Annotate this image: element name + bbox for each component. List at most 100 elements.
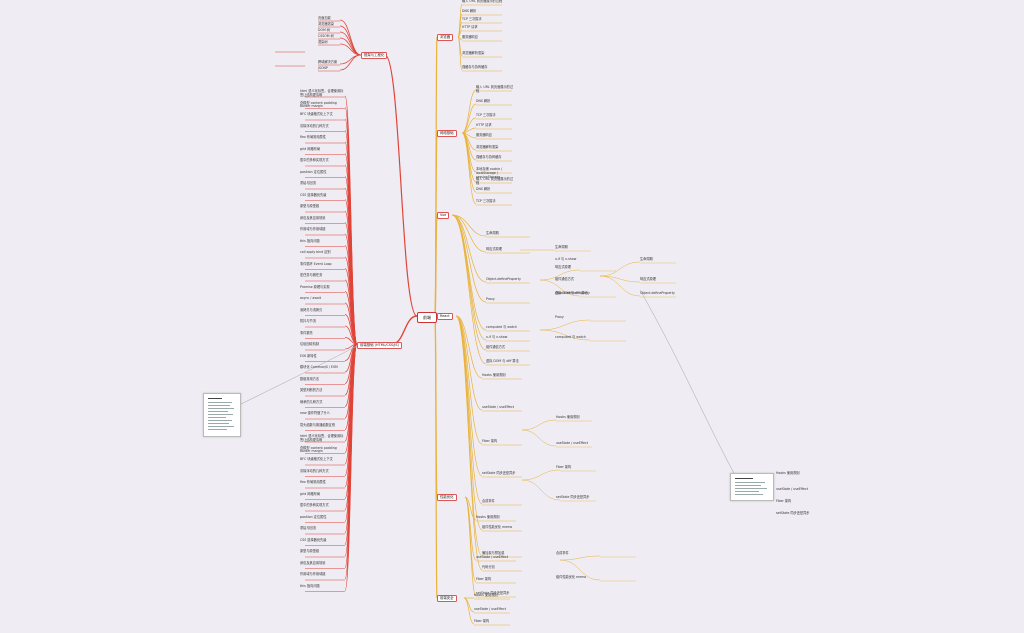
left-leaf-node[interactable]: html 语义化标签，合理使用标签让结构更清晰 (300, 89, 344, 98)
left-top-leaf-node[interactable]: 渲染树 (318, 40, 328, 44)
thumbnail-note-node[interactable]: Fiber 架构 (776, 499, 792, 503)
browser-leaf-node[interactable]: 强缓存与协商缓存 (462, 65, 488, 69)
react-leaf-node[interactable]: 懒加载与预加载 (482, 551, 505, 555)
left-leaf-node[interactable]: Promise 原理与实现 (300, 285, 344, 290)
vue-leaf-node[interactable]: 组件通信方式 (486, 345, 506, 349)
network-leaf-node[interactable]: 浏览器解析渲染 (476, 145, 499, 149)
react-leaf-node[interactable]: Fiber 架构 (482, 439, 498, 443)
left-leaf-node[interactable]: flex 布局常用属性 (300, 480, 344, 485)
browser-leaf-node[interactable]: 浏览器解析渲染 (462, 51, 485, 55)
left-leaf-node[interactable]: 事件循环 Event Loop (300, 262, 344, 267)
network-leaf-node[interactable]: 输入 URL 到页面展示的过程 (476, 177, 514, 185)
react-leaf-node[interactable]: useState / useEffect (482, 405, 514, 409)
left-leaf-node[interactable]: 清除浮动的几种方式 (300, 124, 344, 129)
left-leaf-node[interactable]: this 指向问题 (300, 239, 344, 244)
vue-leaf-node[interactable]: 虚拟 DOM 与 diff 算法 (486, 359, 519, 363)
vue-leaf-node[interactable]: Object.defineProperty (486, 277, 521, 281)
left-leaf-node[interactable]: position 定位属性 (300, 170, 344, 175)
left-leaf-node[interactable]: 作用域与作用域链 (300, 572, 344, 577)
performance-leaf-node[interactable]: useState / useEffect (476, 555, 508, 559)
left-top-leaf-node[interactable]: 跨域解决方案 (318, 60, 338, 64)
left-top-leaf-node[interactable]: 浏览器渲染 (318, 22, 334, 26)
left-top-leaf-node[interactable]: 页面加载 (318, 16, 331, 20)
network-leaf-node[interactable]: TCP 三次握手 (476, 199, 496, 203)
network-leaf-node[interactable]: DNS 解析 (476, 187, 491, 191)
vue-subleaf-node[interactable]: computed 与 watch (555, 335, 586, 339)
left-leaf-node[interactable]: flex 布局常用属性 (300, 135, 344, 140)
left-leaf-node[interactable]: 盒模型 content padding border margin (300, 101, 344, 110)
left-leaf-node[interactable]: 箭头函数与普通函数区别 (300, 423, 344, 428)
left-leaf-node[interactable]: 类型判断的方法 (300, 388, 344, 393)
left-leaf-node[interactable]: new 操作符做了什么 (300, 411, 344, 416)
left-leaf-node[interactable]: 防抖与节流 (300, 319, 344, 324)
left-leaf-node[interactable]: 居中的多种实现方式 (300, 503, 344, 508)
vue-leaf-node[interactable]: 生命周期 (486, 231, 499, 235)
react-leaf-node[interactable]: 合成事件 (482, 499, 495, 503)
left-leaf-node[interactable]: 清除浮动的几种方式 (300, 469, 344, 474)
left-leaf-node[interactable]: 垃圾回收机制 (300, 342, 344, 347)
left-leaf-node[interactable]: 居中的多种实现方式 (300, 158, 344, 163)
branch-vue[interactable]: Vue (437, 212, 450, 219)
browser-leaf-node[interactable]: 输入 URL 到页面展示的过程 (462, 0, 503, 3)
network-leaf-node[interactable]: 服务器响应 (476, 133, 492, 137)
left-leaf-node[interactable]: async / await (300, 296, 344, 301)
vue-subleaf-node[interactable]: 生命周期 (555, 245, 568, 249)
branch-left-top[interactable]: 框架与工程化 (361, 52, 388, 59)
vue-subleaf-node[interactable]: 响应式原理 (555, 265, 571, 269)
react-subleaf-node[interactable]: 组件性能优化 memo (556, 575, 587, 579)
react-leaf-node[interactable]: Hooks 使用规则 (482, 373, 506, 377)
thumbnail-note-node[interactable]: Hooks 使用规则 (776, 471, 800, 475)
thumbnail-note-node[interactable]: setState 同步还是异步 (776, 511, 810, 515)
left-leaf-node[interactable]: ES6 新特性 (300, 354, 344, 359)
left-leaf-node[interactable]: grid 网格布局 (300, 147, 344, 152)
thumbnail-left[interactable] (203, 393, 241, 437)
security-leaf-node[interactable]: Hooks 使用规则 (474, 593, 498, 597)
network-leaf-node[interactable]: 输入 URL 到页面展示的过程 (476, 85, 514, 93)
vue-subleaf-node[interactable]: Object.defineProperty (555, 291, 590, 295)
vue-subleaf-node[interactable]: v-if 与 v-show (555, 257, 577, 261)
react-leaf-node[interactable]: 组件性能优化 memo (482, 525, 513, 529)
central-topic[interactable]: 前端 (417, 312, 437, 323)
react-leaf-node[interactable]: setState 同步还是异步 (482, 471, 516, 475)
vue-subleaf-node[interactable]: 组件通信方式 (555, 277, 575, 281)
network-leaf-node[interactable]: 本地存储 cookie / localStorage / sessionStor… (476, 167, 503, 179)
security-leaf-node[interactable]: useState / useEffect (474, 607, 506, 611)
left-leaf-node[interactable]: BFC 块级格式化上下文 (300, 457, 344, 462)
left-leaf-node[interactable]: 重绘与回流 (300, 526, 344, 531)
thumbnail-note-node[interactable]: useState / useEffect (776, 487, 808, 491)
left-leaf-node[interactable]: 盒模型 content padding border margin (300, 446, 344, 455)
left-leaf-node[interactable]: 重绘与回流 (300, 181, 344, 186)
vue-note-node[interactable]: 生命周期 (640, 257, 653, 261)
left-leaf-node[interactable]: 深拷贝与浅拷贝 (300, 308, 344, 313)
react-subleaf-node[interactable]: setState 同步还是异步 (556, 495, 590, 499)
left-leaf-node[interactable]: CSS 选择器优先级 (300, 193, 344, 198)
vue-subleaf-node[interactable]: 虚拟 DOM 与 diff 算法 (555, 291, 588, 295)
browser-leaf-node[interactable]: TCP 三次握手 (462, 17, 482, 21)
react-subleaf-node[interactable]: 合成事件 (556, 551, 569, 555)
vue-subleaf-node[interactable]: Proxy (555, 315, 564, 319)
vue-leaf-node[interactable]: 响应式原理 (486, 247, 502, 251)
left-leaf-node[interactable]: 闭包及其应用场景 (300, 216, 344, 221)
branch-network[interactable]: 网络基础 (437, 130, 457, 137)
left-leaf-node[interactable]: BFC 块级格式化上下文 (300, 112, 344, 117)
left-top-leaf-node[interactable]: JSONP (318, 66, 328, 70)
left-leaf-node[interactable]: 数组常用方法 (300, 377, 344, 382)
left-leaf-node[interactable]: 原型与原型链 (300, 204, 344, 209)
network-leaf-node[interactable]: DNS 解析 (476, 99, 491, 103)
performance-leaf-node[interactable]: Fiber 架构 (476, 577, 492, 581)
left-leaf-node[interactable]: 模块化 CommonJS / ESM (300, 365, 344, 370)
branch-left-main[interactable]: 前端基础 (HTML/CSS/JS) (357, 342, 402, 349)
left-leaf-node[interactable]: 宏任务与微任务 (300, 273, 344, 278)
left-leaf-node[interactable]: html 语义化标签，合理使用标签让结构更清晰 (300, 434, 344, 443)
branch-performance[interactable]: 性能优化 (437, 494, 457, 501)
left-leaf-node[interactable]: grid 网格布局 (300, 492, 344, 497)
left-top-leaf-node[interactable]: DOM 树 (318, 28, 330, 32)
left-leaf-node[interactable]: this 指向问题 (300, 584, 344, 589)
left-leaf-node[interactable]: 继承的几种方式 (300, 400, 344, 405)
left-leaf-node[interactable]: 事件委托 (300, 331, 344, 336)
left-leaf-node[interactable]: call apply bind 区别 (300, 250, 344, 255)
vue-leaf-node[interactable]: v-if 与 v-show (486, 335, 508, 339)
branch-browser[interactable]: 浏览器 (437, 34, 454, 41)
security-leaf-node[interactable]: Fiber 架构 (474, 619, 490, 623)
react-subleaf-node[interactable]: Hooks 使用规则 (556, 415, 580, 419)
